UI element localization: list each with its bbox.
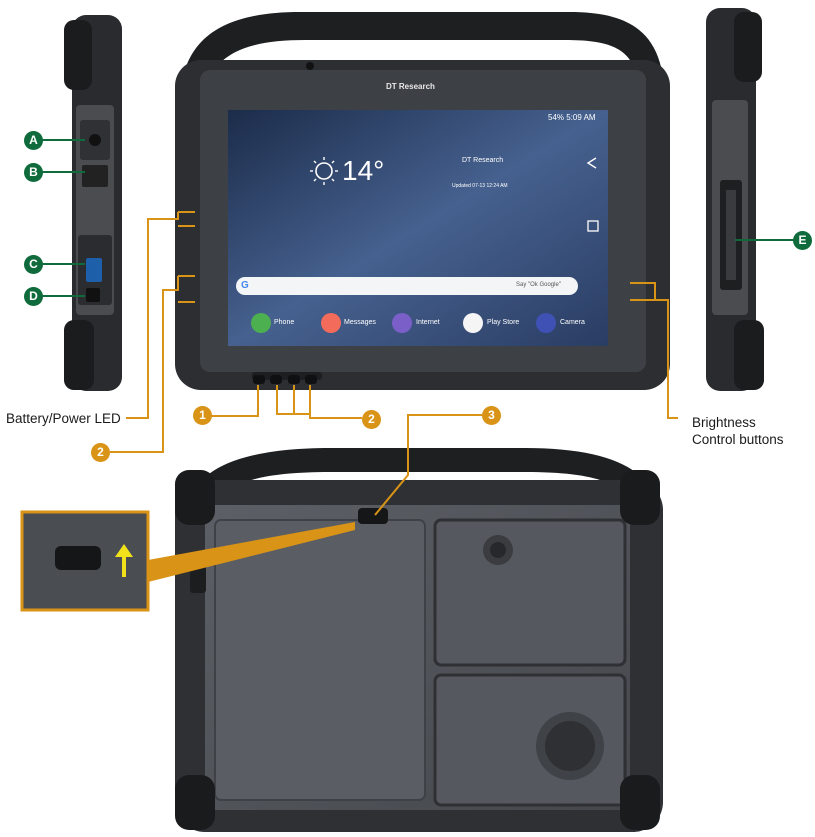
front-view (175, 12, 670, 390)
app-playstore-label[interactable]: Play Store (487, 319, 520, 326)
app-internet-label[interactable]: Internet (416, 319, 440, 326)
latch-inset (20, 510, 355, 612)
brightness-label-line1: Brightness (692, 415, 756, 430)
battery-power-led-label: Battery/Power LED (6, 411, 121, 426)
location-label: DT Research (462, 157, 504, 164)
callout-badge-1: 1 (193, 406, 212, 425)
google-g-icon: G (241, 280, 249, 291)
right-side-view (706, 8, 764, 391)
updated-label: Updated 07-13 12:24 AM (452, 183, 508, 189)
app-phone-label[interactable]: Phone (274, 319, 295, 326)
callout-lines (41, 139, 794, 516)
brightness-label-line2: Control buttons (692, 432, 784, 447)
search-hint[interactable]: Say "Ok Google" (516, 282, 561, 288)
back-view (175, 448, 663, 832)
left-side-view (64, 15, 122, 391)
brand-logo: DT Research (386, 82, 435, 91)
callout-badge-c: C (24, 255, 43, 274)
callout-badge-b: B (24, 163, 43, 182)
app-camera-label[interactable]: Camera (560, 319, 585, 326)
status-bar: 54% 5:09 AM (548, 113, 596, 122)
callout-badge-2-left: 2 (91, 443, 110, 462)
callout-badge-3: 3 (482, 406, 501, 425)
app-messages-label[interactable]: Messages (344, 319, 376, 326)
weather-temp: 14° (342, 155, 385, 186)
callout-badge-2-bottom: 2 (362, 410, 381, 429)
callout-badge-a: A (24, 131, 43, 150)
callout-badge-d: D (24, 287, 43, 306)
callout-badge-e: E (793, 231, 812, 250)
